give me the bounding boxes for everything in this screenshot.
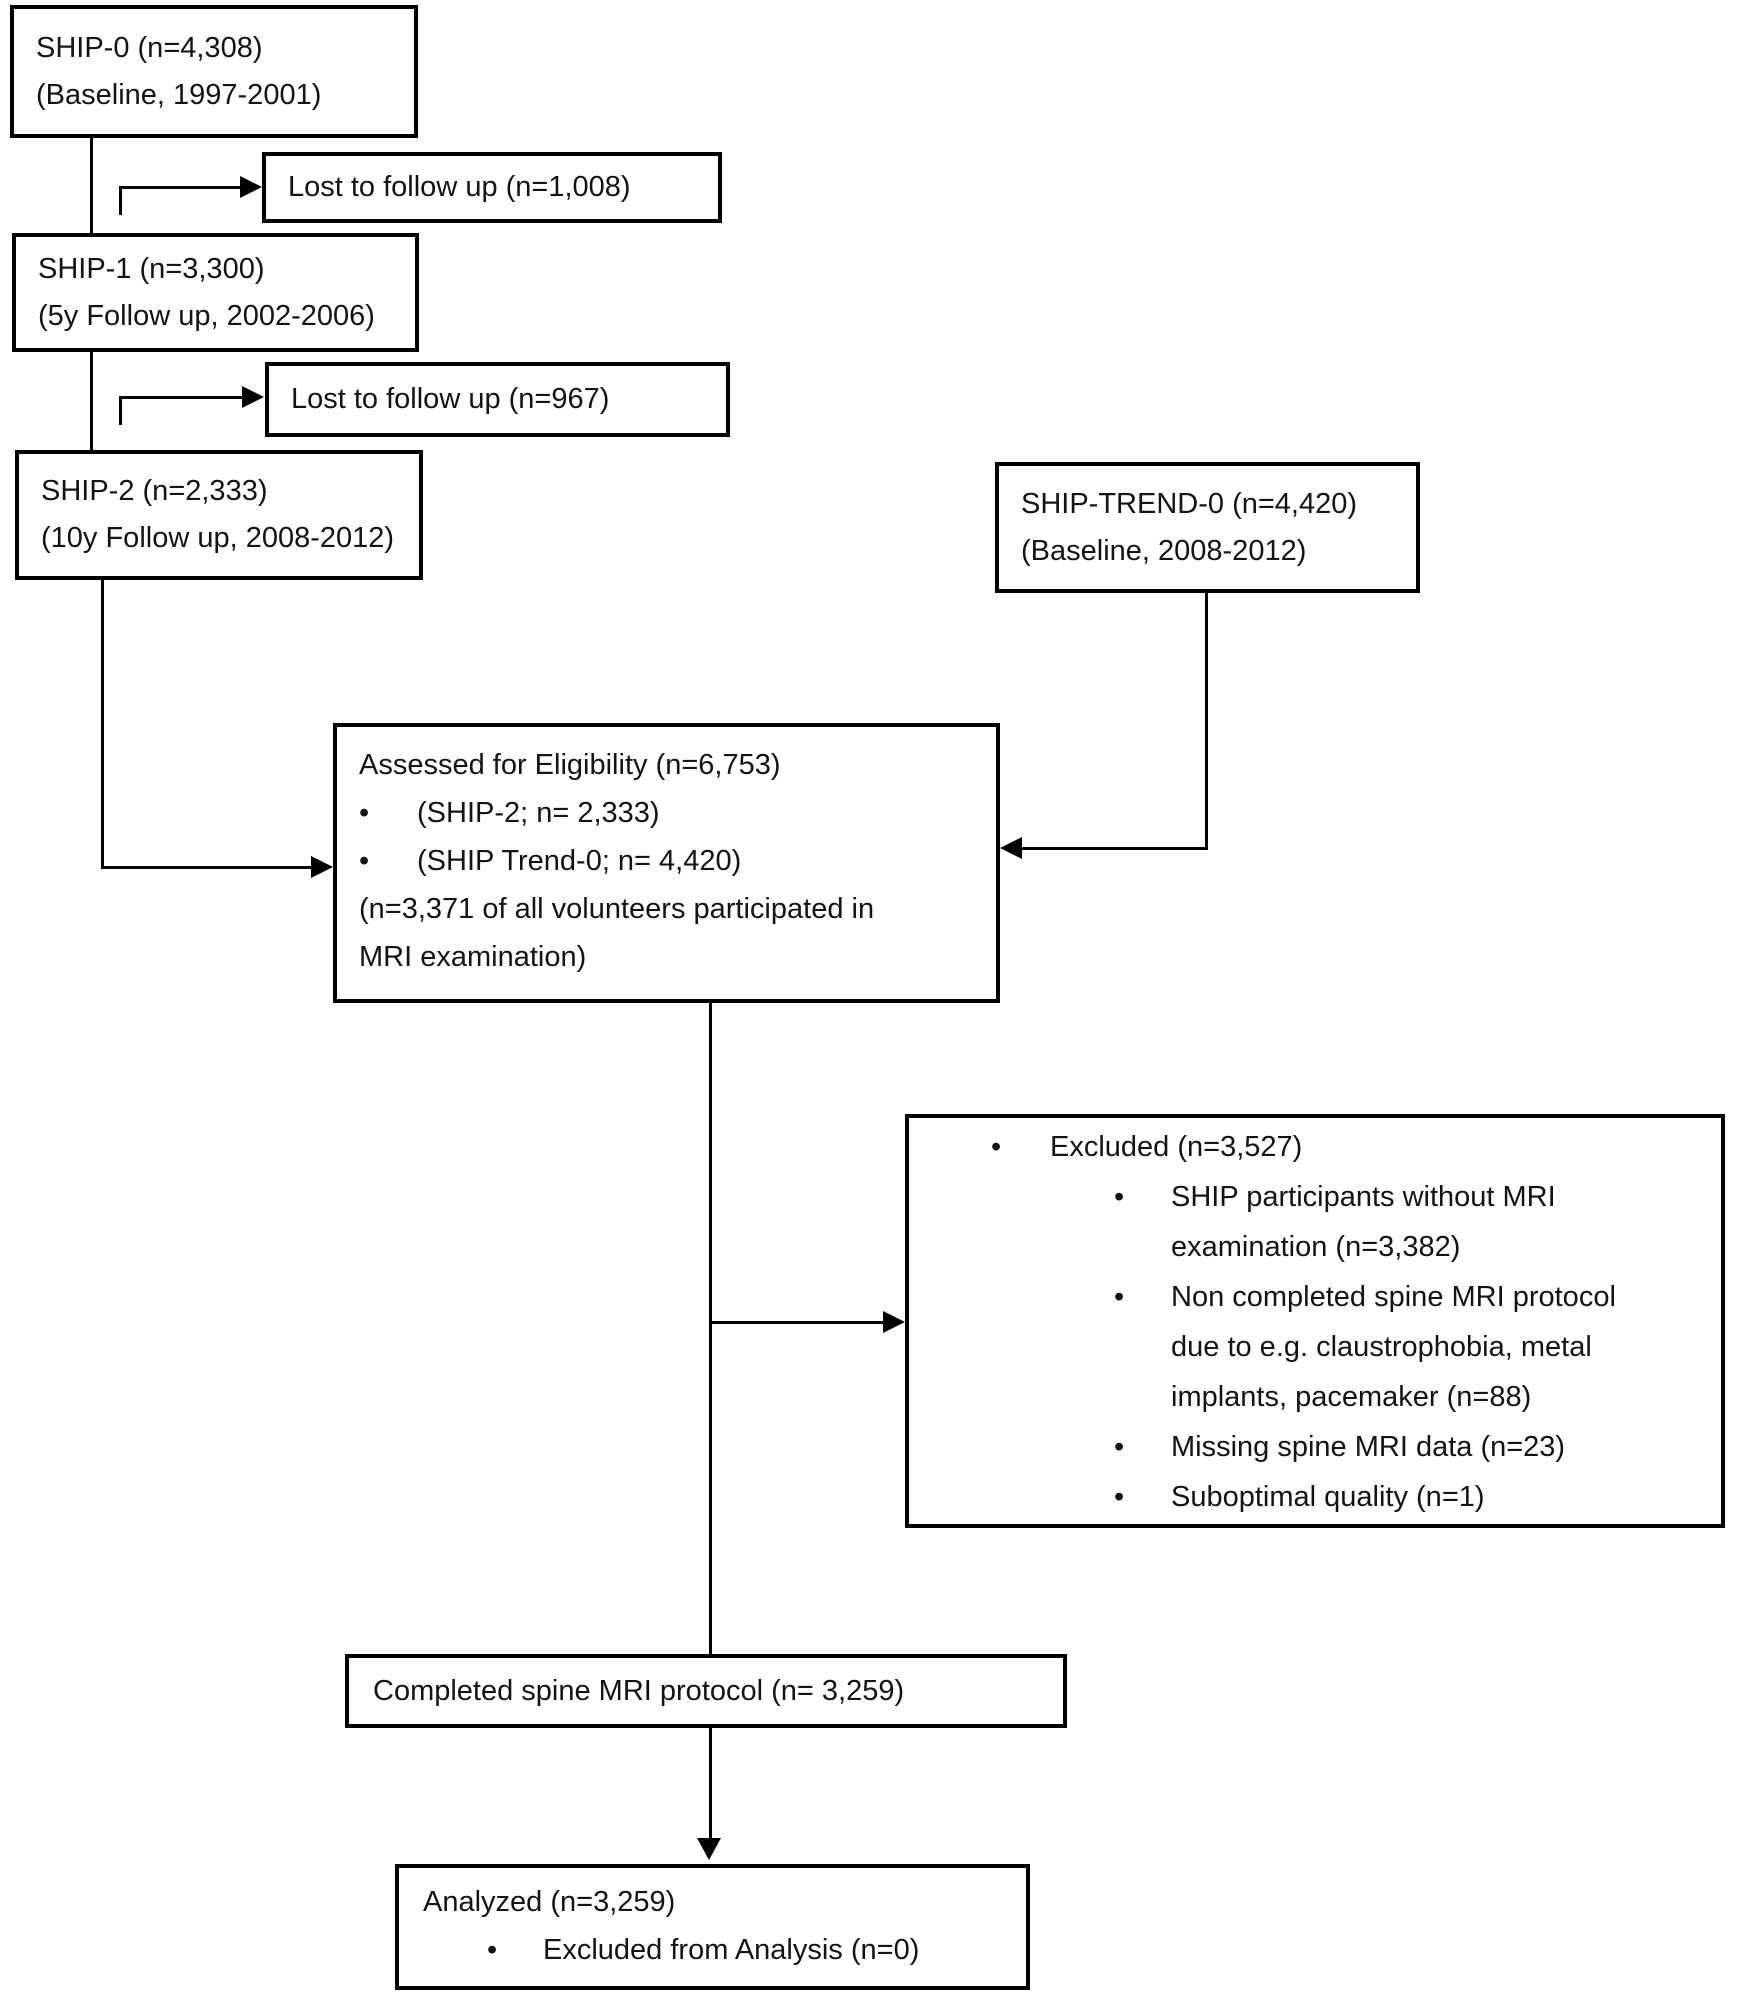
bullet-icon: • <box>1114 1181 1125 1213</box>
trend-title: SHIP-TREND-0 (n=4,420) <box>1021 487 1358 520</box>
connector-ship2-to-assessed-horizontal <box>101 866 313 869</box>
excluded-item-row: • Missing spine MRI data (n=23) <box>909 1422 1721 1472</box>
box-analyzed: Analyzed (n=3,259) • Excluded from Analy… <box>395 1864 1030 1990</box>
bullet-icon: • <box>359 797 370 829</box>
excluded-title-row: • Excluded (n=3,527) <box>909 1122 1721 1172</box>
assessed-content: Assessed for Eligibility (n=6,753) • (SH… <box>337 727 996 981</box>
connector-ship2-to-assessed-vertical <box>101 578 104 869</box>
excluded-item3: Missing spine MRI data (n=23) <box>1171 1431 1566 1463</box>
assessed-title-row: Assessed for Eligibility (n=6,753) <box>359 741 996 789</box>
assessed-item-row: • (SHIP-2; n= 2,333) <box>359 789 996 837</box>
connector-trend-to-assessed-horizontal <box>1022 847 1208 850</box>
box-excluded: • Excluded (n=3,527) • SHIP participants… <box>905 1114 1725 1528</box>
arrowhead-to-excluded-icon <box>883 1311 905 1333</box>
ship0-subtitle: (Baseline, 1997-2001) <box>36 78 322 111</box>
analyzed-title-row: Analyzed (n=3,259) <box>399 1878 1026 1926</box>
analyzed-item-row: • Excluded from Analysis (n=0) <box>399 1926 1026 1974</box>
arrowhead-to-analyzed-icon <box>697 1838 721 1860</box>
assessed-note-row: (n=3,371 of all volunteers participated … <box>359 885 996 933</box>
arrowhead-to-assessed-right-icon <box>1000 837 1022 859</box>
ship2-subtitle: (10y Follow up, 2008-2012) <box>41 522 395 554</box>
excluded-item-row: implants, pacemaker (n=88) <box>909 1372 1721 1422</box>
analyzed-content: Analyzed (n=3,259) • Excluded from Analy… <box>399 1868 1026 1974</box>
connector-ship0-to-ship1 <box>90 136 93 234</box>
bullet-icon: • <box>1114 1481 1125 1513</box>
excluded-item-row: • Suboptimal quality (n=1) <box>909 1472 1721 1522</box>
excluded-item1-line1: SHIP participants without MRI <box>1171 1181 1556 1213</box>
assessed-title: Assessed for Eligibility (n=6,753) <box>359 749 781 781</box>
excluded-item-row: due to e.g. claustrophobia, metal <box>909 1322 1721 1372</box>
lost2-label: Lost to follow up (n=967) <box>291 383 610 415</box>
connector-lost2-elbow-stub <box>119 397 122 425</box>
bullet-icon: • <box>487 1934 498 1966</box>
arrowhead-to-assessed-left-icon <box>311 856 333 878</box>
excluded-item1-line2: examination (n=3,382) <box>1171 1231 1461 1263</box>
assessed-item2: (SHIP Trend-0; n= 4,420) <box>417 845 742 877</box>
completed-label: Completed spine MRI protocol (n= 3,259) <box>373 1674 905 1707</box>
excluded-content: • Excluded (n=3,527) • SHIP participants… <box>909 1118 1721 1522</box>
connector-ship1-to-ship2 <box>90 350 93 451</box>
connector-trend-to-assessed-vertical <box>1205 591 1208 850</box>
excluded-item-row: • SHIP participants without MRI <box>909 1172 1721 1222</box>
connector-assessed-to-completed <box>709 1001 712 1654</box>
connector-lost1-elbow-stub <box>119 187 122 215</box>
lost1-label: Lost to follow up (n=1,008) <box>288 171 631 203</box>
assessed-note-row: MRI examination) <box>359 933 996 981</box>
excluded-item4: Suboptimal quality (n=1) <box>1171 1481 1485 1513</box>
ship0-title: SHIP-0 (n=4,308) <box>36 31 263 64</box>
box-ship1: SHIP-1 (n=3,300) (5y Follow up, 2002-200… <box>12 233 419 352</box>
assessed-item1: (SHIP-2; n= 2,333) <box>417 797 660 829</box>
bullet-icon: • <box>991 1131 1002 1163</box>
box-lost-to-follow-up-1: Lost to follow up (n=1,008) <box>262 152 722 223</box>
excluded-item2-line2: due to e.g. claustrophobia, metal <box>1171 1331 1592 1363</box>
box-ship2: SHIP-2 (n=2,333) (10y Follow up, 2008-20… <box>15 450 423 580</box>
box-assessed-for-eligibility: Assessed for Eligibility (n=6,753) • (SH… <box>333 723 1000 1003</box>
assessed-item-row: • (SHIP Trend-0; n= 4,420) <box>359 837 996 885</box>
ship1-subtitle: (5y Follow up, 2002-2006) <box>38 299 375 332</box>
connector-lost1-elbow <box>119 186 241 189</box>
assessed-note2: MRI examination) <box>359 941 587 973</box>
assessed-note1: (n=3,371 of all volunteers participated … <box>359 893 875 925</box>
ship1-title: SHIP-1 (n=3,300) <box>38 252 265 285</box>
box-ship-trend-0: SHIP-TREND-0 (n=4,420) (Baseline, 2008-2… <box>995 462 1420 593</box>
trend-subtitle: (Baseline, 2008-2012) <box>1021 534 1307 567</box>
ship2-title: SHIP-2 (n=2,333) <box>41 475 268 507</box>
excluded-item2-line1: Non completed spine MRI protocol <box>1171 1281 1616 1313</box>
arrowhead-to-lost1-icon <box>240 176 262 198</box>
analyzed-item1: Excluded from Analysis (n=0) <box>543 1934 920 1966</box>
excluded-title: Excluded (n=3,527) <box>1050 1131 1303 1163</box>
bullet-icon: • <box>1114 1281 1125 1313</box>
bullet-icon: • <box>359 845 370 877</box>
arrowhead-to-lost2-icon <box>242 386 264 408</box>
connector-completed-to-analyzed <box>709 1726 712 1839</box>
excluded-item2-line3: implants, pacemaker (n=88) <box>1171 1381 1532 1413</box>
box-lost-to-follow-up-2: Lost to follow up (n=967) <box>265 362 730 437</box>
box-ship0: SHIP-0 (n=4,308) (Baseline, 1997-2001) <box>10 5 418 138</box>
excluded-item-row: • Non completed spine MRI protocol <box>909 1272 1721 1322</box>
connector-to-excluded <box>709 1321 885 1324</box>
analyzed-title: Analyzed (n=3,259) <box>423 1886 676 1918</box>
bullet-icon: • <box>1114 1431 1125 1463</box>
connector-lost2-elbow <box>119 396 243 399</box>
box-completed-spine-mri: Completed spine MRI protocol (n= 3,259) <box>345 1654 1067 1728</box>
excluded-item-row: examination (n=3,382) <box>909 1222 1721 1272</box>
